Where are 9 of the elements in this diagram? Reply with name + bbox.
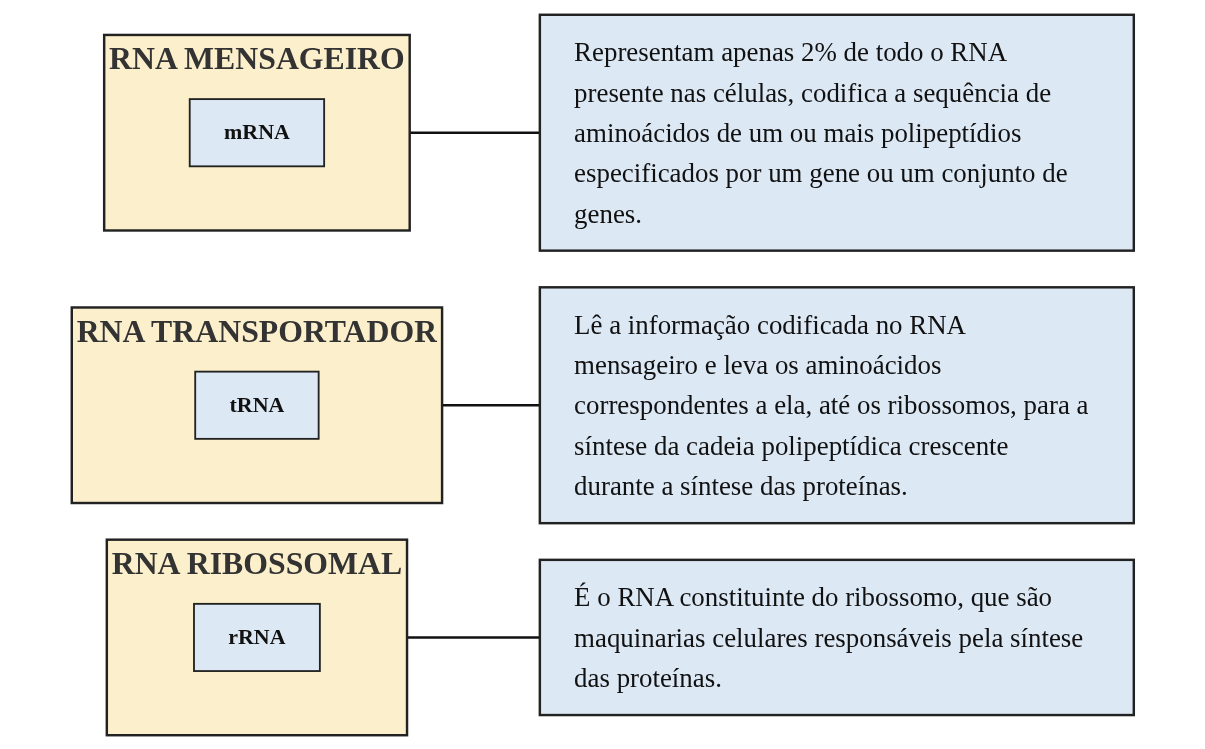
node-box: tRNA <box>194 370 320 440</box>
connector <box>409 131 540 134</box>
node-box: rRNA <box>192 602 321 672</box>
connector <box>406 635 540 639</box>
node-box: Representam apenas 2% de todo o RNA presente nas células, codifica a sequência de aminoácidos de um ou mais polipeptídios especificados por um gene ou um conjunto de genes. <box>538 13 1135 252</box>
connector <box>441 403 540 406</box>
node-box: É o RNA constituinte do ribossomo, que são maquinarias celulares responsáveis pela síntese das proteínas. <box>538 558 1135 716</box>
node-box: mRNA <box>188 97 325 167</box>
node-box: Lê a informação codificada no RNA mensageiro e leva os aminoácidos correspondentes a ela, até os ribossomos, para a síntese da cadeia polipeptídica crescente durante a síntese das proteínas. <box>538 285 1135 524</box>
